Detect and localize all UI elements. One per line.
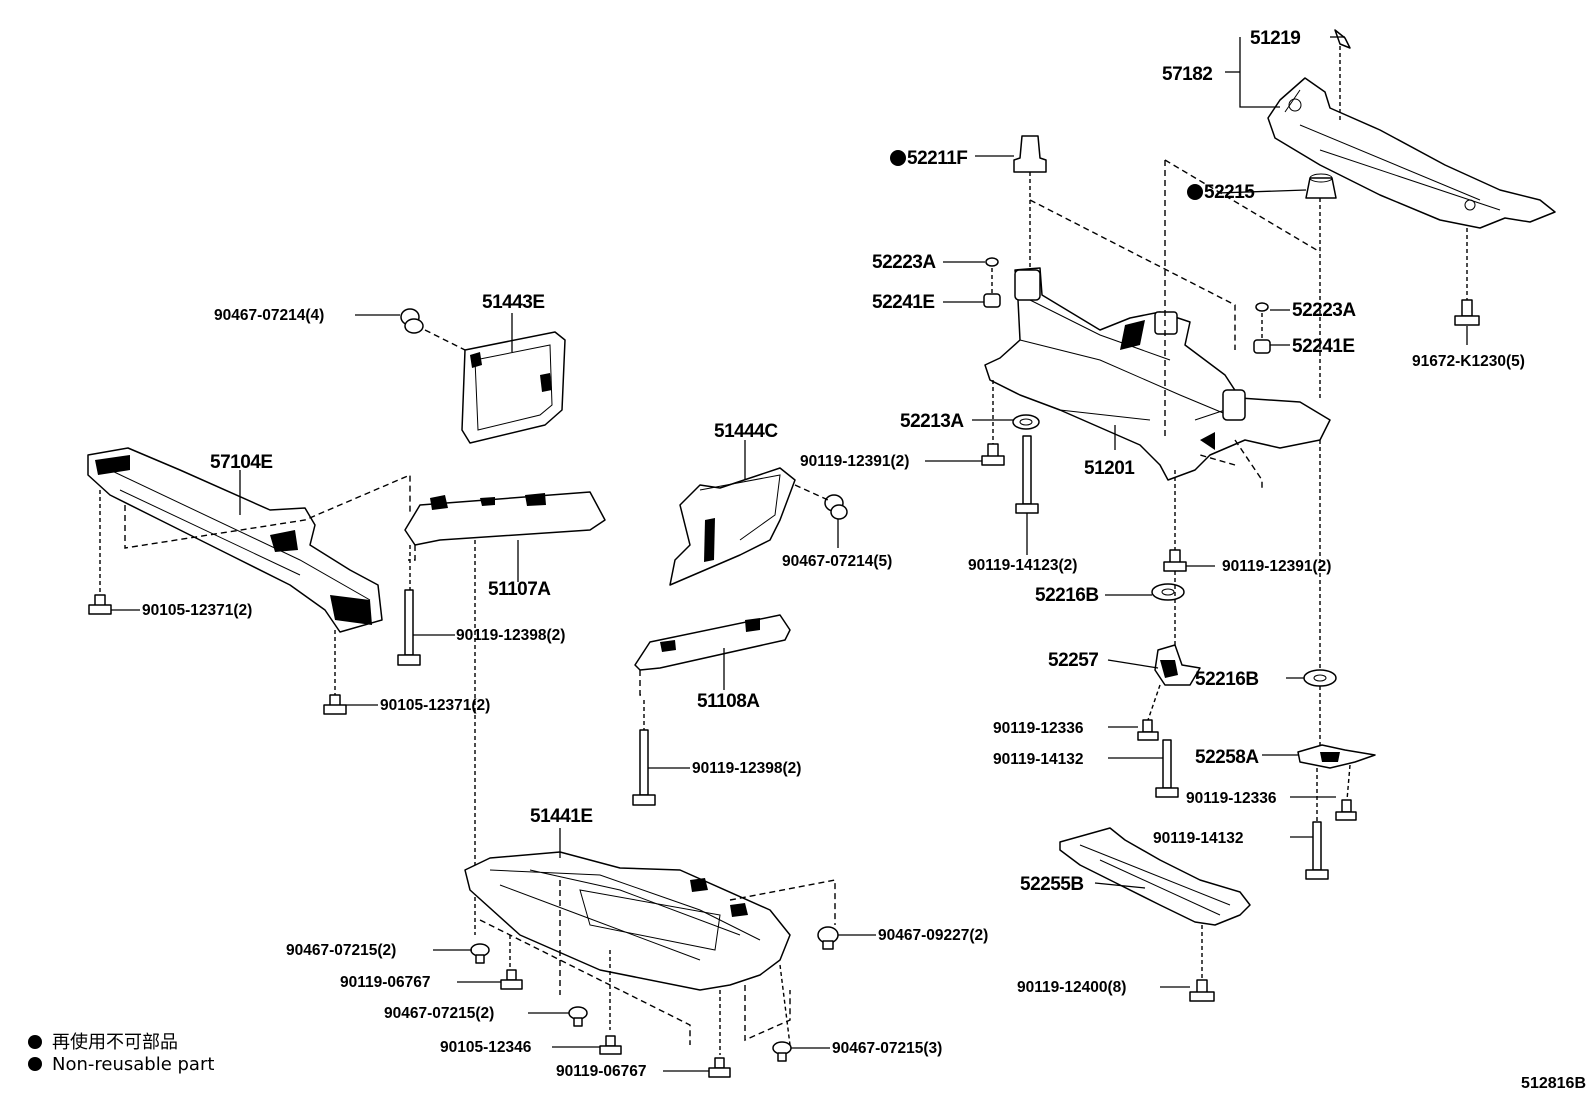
bolt-90105-12371-b[interactable] <box>323 694 347 715</box>
cover-51444C[interactable] <box>669 467 796 586</box>
callout-57104E: 57104E <box>210 452 273 473</box>
callout-52241E-right: 52241E <box>1292 336 1355 357</box>
brace-52255B[interactable] <box>1059 827 1251 926</box>
callout-51201: 51201 <box>1084 458 1135 479</box>
clip-90467-07214-4[interactable] <box>400 308 424 334</box>
callout-90119-12398-a: 90119-12398(2) <box>456 627 565 644</box>
callout-90119-12391-right: 90119-12391(2) <box>1222 558 1331 575</box>
front-suspension-member-51201[interactable] <box>984 267 1331 481</box>
callout-52258A: 52258A <box>1195 747 1259 768</box>
callout-90467-07214-4: 90467-07214(4) <box>214 307 324 324</box>
callout-51444C: 51444C <box>714 421 778 442</box>
clip-51219[interactable] <box>1334 29 1351 49</box>
callout-90467-07215-3: 90467-07215(3) <box>832 1040 942 1057</box>
callout-91672-K1230: 91672-K1230(5) <box>1412 353 1525 370</box>
clip-90467-07215-2b[interactable] <box>568 1006 588 1027</box>
callout-52215: 52215 <box>1204 182 1255 203</box>
bolt-91672-K1230[interactable] <box>1454 299 1480 326</box>
washer-52216B-right[interactable] <box>1303 669 1337 687</box>
bracket-51107A[interactable] <box>404 491 606 546</box>
bolt-90119-12391-right[interactable] <box>1163 549 1187 572</box>
callout-52223A-left: 52223A <box>872 252 936 273</box>
bracket-51108A[interactable] <box>634 614 791 671</box>
legend-non-reusable-ja: 再使用不可部品 <box>28 1028 178 1054</box>
bolt-90105-12371-a[interactable] <box>88 594 112 615</box>
callout-52211F: 52211F <box>907 148 967 169</box>
legend-non-reusable-en: Non-reusable part <box>28 1054 214 1075</box>
callout-51443E: 51443E <box>482 292 545 313</box>
callout-90119-12400: 90119-12400(8) <box>1017 979 1126 996</box>
non-reusable-marker <box>1187 184 1203 200</box>
spacer-52241E-left[interactable] <box>983 293 1001 308</box>
stud-90119-14132-right[interactable] <box>1305 821 1329 880</box>
stopper-52258A[interactable] <box>1297 744 1376 769</box>
stopper-52257[interactable] <box>1154 644 1201 686</box>
washer-52213A[interactable] <box>1012 414 1040 430</box>
bolt-90119-12400[interactable] <box>1189 979 1215 1002</box>
bolt-90119-12336-right[interactable] <box>1335 799 1357 821</box>
callout-52257: 52257 <box>1048 650 1098 671</box>
callout-90467-09227: 90467-09227(2) <box>878 927 988 944</box>
bushing-52211F[interactable] <box>1013 135 1047 173</box>
callout-52241E-left: 52241E <box>872 292 935 313</box>
bolt-90105-12346[interactable] <box>599 1035 622 1055</box>
legend-label-en: Non-reusable part <box>52 1054 215 1075</box>
washer-52223A-right[interactable] <box>1255 302 1269 312</box>
callout-90119-14132-right: 90119-14132 <box>1153 830 1244 847</box>
washer-52216B-left[interactable] <box>1151 583 1185 601</box>
callout-51108A: 51108A <box>697 691 760 712</box>
washer-52223A-left[interactable] <box>985 257 999 267</box>
callout-90119-06767-b: 90119-06767 <box>556 1063 647 1080</box>
callout-57182: 57182 <box>1162 64 1212 85</box>
callout-90119-14123: 90119-14123(2) <box>968 557 1077 574</box>
clip-90467-09227[interactable] <box>817 926 839 950</box>
callout-90119-14132-left: 90119-14132 <box>993 751 1084 768</box>
callout-90467-07214-5: 90467-07214(5) <box>782 553 892 570</box>
callout-52255B: 52255B <box>1020 874 1084 895</box>
callout-52213A: 52213A <box>900 411 964 432</box>
stud-90119-14123[interactable] <box>1015 435 1039 514</box>
callout-52216B-left: 52216B <box>1035 585 1099 606</box>
callout-90119-12398-b: 90119-12398(2) <box>692 760 801 777</box>
radiator-support-57104E[interactable] <box>87 447 383 633</box>
callout-90119-06767-a: 90119-06767 <box>340 974 431 991</box>
bolt-90119-12336-left[interactable] <box>1137 719 1159 741</box>
callout-90105-12371-a: 90105-12371(2) <box>142 602 252 619</box>
callout-90467-07215-2a: 90467-07215(2) <box>286 942 396 959</box>
bushing-52215[interactable] <box>1305 173 1337 199</box>
callout-52223A-right: 52223A <box>1292 300 1356 321</box>
callout-90119-12336-left: 90119-12336 <box>993 720 1084 737</box>
bullet-icon <box>28 1035 42 1049</box>
bolt-90119-12391-left[interactable] <box>981 443 1005 466</box>
clip-90467-07215-2a[interactable] <box>470 943 490 964</box>
figure-id: 512816B <box>1521 1075 1586 1092</box>
spacer-52241E-right[interactable] <box>1253 339 1271 354</box>
callout-90119-12391-left: 90119-12391(2) <box>800 453 909 470</box>
under-cover-51441E[interactable] <box>464 851 791 991</box>
callout-90105-12346: 90105-12346 <box>440 1039 532 1056</box>
cover-51443E[interactable] <box>461 331 566 444</box>
callout-52216B-right: 52216B <box>1195 669 1259 690</box>
callout-90119-12336-right: 90119-12336 <box>1186 790 1277 807</box>
callout-51441E: 51441E <box>530 806 593 827</box>
rear-cross-member-57182[interactable] <box>1267 77 1556 229</box>
clip-90467-07215-3[interactable] <box>772 1041 792 1062</box>
callout-90467-07215-2b: 90467-07215(2) <box>384 1005 494 1022</box>
bolt-90119-12398-a[interactable] <box>397 589 421 666</box>
non-reusable-marker <box>890 150 906 166</box>
bolt-90119-06767-b[interactable] <box>708 1057 731 1078</box>
bolt-90119-06767-a[interactable] <box>500 969 523 990</box>
callout-51107A: 51107A <box>488 579 551 600</box>
bullet-icon <box>28 1057 42 1071</box>
callout-90105-12371-b: 90105-12371(2) <box>380 697 490 714</box>
legend-label-ja: 再使用不可部品 <box>52 1032 178 1053</box>
callout-51219: 51219 <box>1250 28 1300 49</box>
clip-90467-07214-5[interactable] <box>824 494 848 520</box>
stud-90119-14132-left[interactable] <box>1155 739 1179 798</box>
